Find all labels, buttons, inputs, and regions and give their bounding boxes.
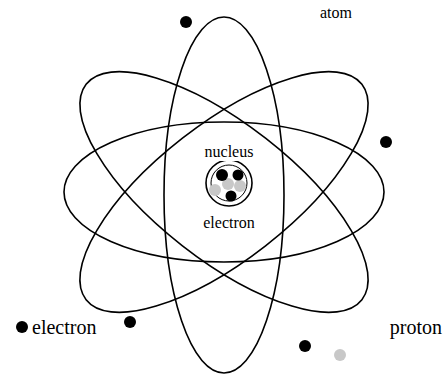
legend-swatch [334,349,346,361]
nucleus-particles [209,169,246,202]
electron-orbit [44,31,404,354]
nucleus-label: nucleus [203,143,256,161]
legend-swatch [16,321,28,333]
legend-text: proton [388,316,444,338]
legend-text: electron [30,316,98,338]
nucleus-circle [206,160,252,206]
electron-orbit [64,122,384,262]
electron-label: electron [201,214,257,232]
electron-dots [124,16,392,352]
electron-orbit [164,17,284,373]
atom-label: atom [318,4,354,22]
electron-orbit [44,31,404,354]
